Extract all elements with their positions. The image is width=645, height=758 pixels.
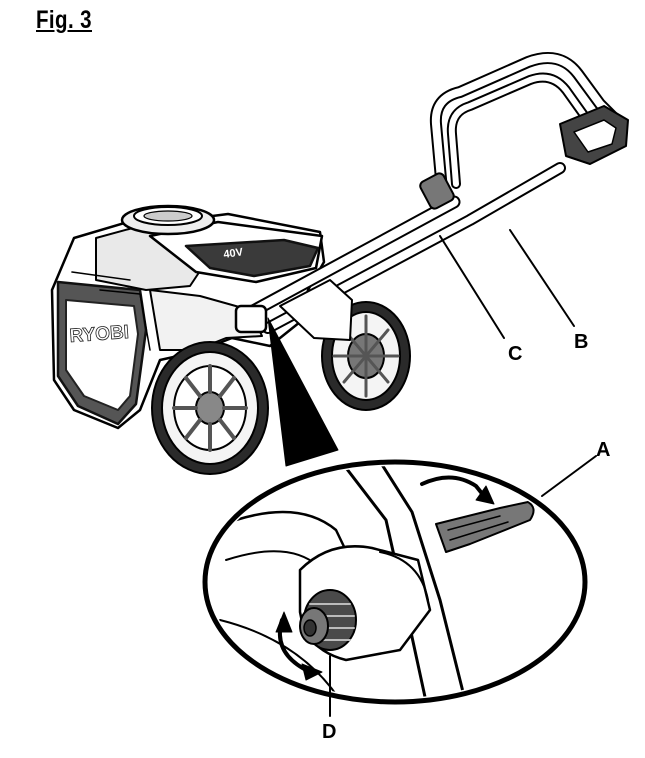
callout-c: C — [508, 343, 522, 365]
callout-b: B — [574, 331, 588, 353]
knob-d — [299, 589, 357, 651]
knob-rotation-arrow — [275, 611, 323, 681]
svg-text:RYOBI: RYOBI — [69, 322, 130, 347]
leader-line-c — [439, 235, 505, 339]
brand-logo: RYOBI — [68, 321, 130, 347]
zoom-cone — [267, 317, 339, 467]
front-wheel — [151, 341, 269, 475]
battery-badge: 40V — [223, 246, 245, 261]
detail-inset — [202, 459, 588, 705]
callout-a: A — [596, 439, 610, 461]
leader-line-b — [509, 229, 575, 327]
figure-title: Fig. 3 — [36, 6, 93, 34]
rear-wheel — [321, 301, 411, 411]
top-cap — [120, 204, 216, 236]
lever-a — [435, 501, 535, 553]
callout-d: D — [322, 721, 336, 743]
lever-rotation-arrow — [420, 475, 495, 505]
leader-line-a — [541, 455, 597, 497]
handle-assembly — [234, 52, 629, 341]
